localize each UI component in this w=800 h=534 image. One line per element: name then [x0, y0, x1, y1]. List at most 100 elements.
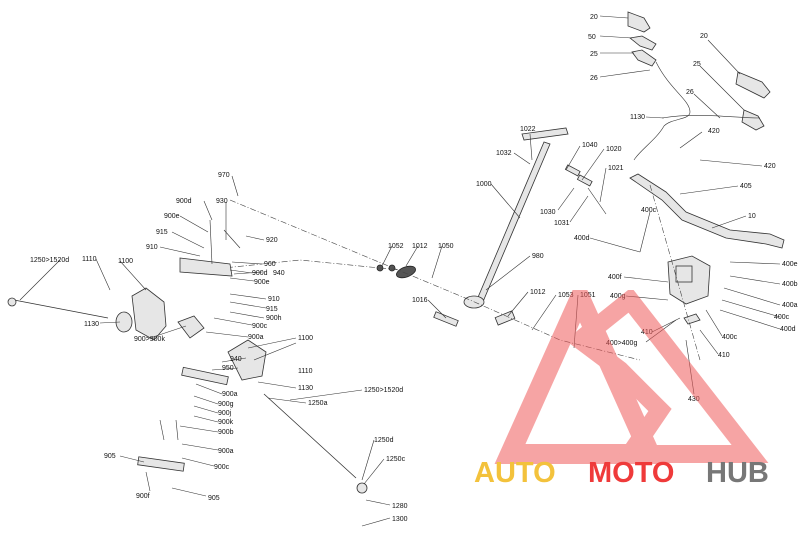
label-1110: 1110 [298, 368, 313, 375]
label-420: 420 [708, 128, 720, 135]
steering-column [463, 127, 607, 309]
label-930: 930 [216, 198, 228, 205]
switch-cable [661, 115, 761, 119]
part-labels: 20 50 25 26 20 25 26 1130 420 420 405 10… [30, 14, 798, 523]
label-1250a: 1250a [308, 400, 328, 407]
label-1031: 1031 [554, 220, 570, 227]
label-900h: 900h [266, 315, 282, 322]
label-900k: 900k [218, 419, 234, 426]
gearbox-cover [675, 265, 693, 283]
label-1250c: 1250c [386, 456, 406, 463]
label-420: 420 [764, 163, 776, 170]
link-washer [388, 264, 396, 272]
label-900f: 900f [136, 493, 150, 500]
label-915: 915 [156, 229, 168, 236]
label-900a: 900a [222, 391, 238, 398]
watermark-auto: AUTO [474, 457, 556, 489]
handlebar-part [629, 173, 785, 249]
centerline-left [204, 259, 401, 271]
label-1100: 1100 [298, 335, 313, 342]
watermark-moto: MOTO [588, 457, 674, 489]
gearbox-lever [683, 313, 701, 325]
label-900a: 900a [218, 448, 234, 455]
label-910: 910 [268, 296, 280, 303]
automotohub-watermark: AUTO MOTO HUB [474, 290, 769, 489]
steering-gearbox [667, 255, 711, 325]
grip-assembly [627, 11, 771, 161]
label-1250-1520d: 1250>1520d [364, 387, 403, 394]
label-25: 25 [590, 51, 598, 58]
link-end [494, 310, 516, 326]
label-1020: 1020 [606, 146, 622, 153]
label-1040: 1040 [582, 142, 598, 149]
tie-rod-end-left [7, 297, 17, 307]
shaft-spacer [564, 164, 581, 177]
pivot-block [177, 315, 205, 339]
label-900c: 900c [214, 464, 230, 471]
label-900e: 900e [164, 213, 180, 220]
label-1053: 1053 [558, 292, 574, 299]
label-900b: 900b [218, 429, 234, 436]
label-1000: 1000 [476, 181, 492, 188]
left-steering-assembly [7, 219, 368, 494]
stud-2 [175, 419, 179, 441]
tie-rod-end-right [356, 482, 368, 494]
label-905: 905 [208, 495, 220, 502]
label-1012: 1012 [530, 289, 546, 296]
right-grip-part [735, 71, 771, 99]
label-400a: 400a [782, 302, 798, 309]
label-900d: 900d [176, 198, 192, 205]
label-400-range: 400>400g [606, 340, 637, 347]
label-400c: 400c [774, 314, 790, 321]
label-1100: 1100 [118, 258, 133, 265]
leader-lines [19, 15, 781, 527]
link-rod [433, 311, 459, 327]
label-900d: 900d [252, 270, 268, 277]
label-10: 10 [748, 213, 756, 220]
label-400c: 400c [641, 207, 657, 214]
label-900-900k: 900>900k [134, 336, 165, 343]
upright-bolt [209, 219, 213, 265]
label-400d: 400d [780, 326, 796, 333]
label-26: 26 [590, 75, 598, 82]
tie-rod-right [263, 393, 357, 479]
label-1250-1520d: 1250>1520d [30, 257, 69, 264]
steering-arm-right [227, 339, 267, 381]
label-1016: 1016 [412, 297, 428, 304]
label-25: 25 [693, 61, 701, 68]
label-1032: 1032 [496, 150, 512, 157]
shaft-spacer-2 [576, 174, 593, 187]
label-910: 910 [146, 244, 158, 251]
label-970: 970 [218, 172, 230, 179]
label-20: 20 [590, 14, 598, 21]
label-915: 915 [266, 306, 278, 313]
label-1130: 1130 [298, 385, 313, 392]
label-905: 905 [104, 453, 116, 460]
label-405: 405 [740, 183, 752, 190]
label-1012: 1012 [412, 243, 428, 250]
label-900e: 900e [254, 279, 270, 286]
label-1021: 1021 [608, 165, 624, 172]
label-1052: 1052 [388, 243, 404, 250]
label-1030: 1030 [540, 209, 556, 216]
label-20: 20 [700, 33, 708, 40]
label-950: 950 [222, 365, 234, 372]
label-1050: 1050 [438, 243, 454, 250]
throttle-cable [633, 61, 691, 161]
label-940: 940 [230, 356, 242, 363]
label-940: 940 [273, 270, 285, 277]
label-50: 50 [588, 34, 596, 41]
upright-link [223, 229, 241, 249]
label-1300: 1300 [392, 516, 408, 523]
centerline-right [649, 184, 701, 361]
label-1110: 1110 [82, 256, 97, 263]
steering-arm-left [131, 287, 167, 341]
logo-triangle-icon [494, 290, 769, 464]
label-1022: 1022 [520, 126, 536, 133]
label-400e: 400e [782, 261, 798, 268]
label-1280: 1280 [392, 503, 408, 510]
lower-bracket [181, 366, 229, 386]
switch-part [631, 49, 657, 67]
label-1130: 1130 [630, 114, 645, 121]
